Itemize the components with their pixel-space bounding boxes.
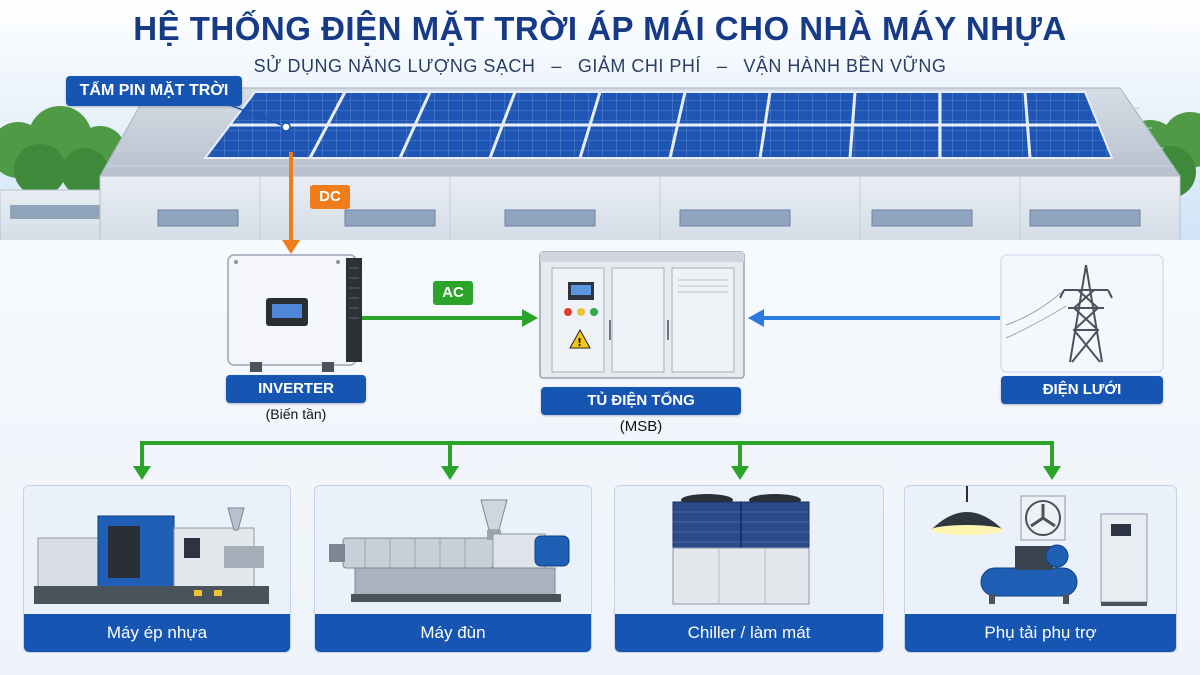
distribution-arrows bbox=[133, 441, 1061, 480]
air-compressor-icon bbox=[980, 544, 1078, 604]
trees-left bbox=[0, 106, 126, 196]
solar-panel-array bbox=[202, 91, 1114, 159]
load-label-chiller: Chiller / làm mát bbox=[615, 614, 883, 652]
solar-panel-label: TẤM PIN MẶT TRỜI bbox=[66, 76, 242, 106]
transmission-tower-icon bbox=[1059, 264, 1113, 363]
inverter-unit bbox=[227, 254, 362, 372]
dc-tag: DC bbox=[310, 185, 350, 209]
ac-tag: AC bbox=[433, 281, 473, 305]
load-card-extruder: Máy đùn bbox=[314, 485, 592, 653]
msb-sublabel: (MSB) bbox=[619, 418, 663, 435]
page-title: HỆ THỐNG ĐIỆN MẶT TRỜI ÁP MÁI CHO NHÀ MÁ… bbox=[133, 10, 1067, 47]
dc-arrow bbox=[282, 152, 300, 254]
subtitle-separator: – bbox=[716, 56, 728, 76]
ac-arrow bbox=[362, 309, 538, 327]
msb-cabinet: ! bbox=[539, 251, 745, 379]
factory-wall bbox=[99, 175, 1181, 247]
ceiling-lamp-icon bbox=[931, 512, 1003, 530]
auxiliary-loads-icon bbox=[931, 486, 1148, 606]
subtitle-part-sustainable: VẬN HÀNH BỀN VỮNG bbox=[743, 56, 947, 76]
page-subtitle: SỬ DỤNG NĂNG LƯỢNG SẠCH–GIẢM CHI PHÍ–VẬN… bbox=[0, 56, 1200, 77]
load-label-injection-molding: Máy ép nhựa bbox=[24, 614, 290, 652]
subtitle-part-cost: GIẢM CHI PHÍ bbox=[577, 56, 701, 76]
msb-label: TỦ ĐIỆN TỔNG bbox=[541, 387, 741, 415]
grid-arrow bbox=[748, 309, 1000, 327]
injection-molding-machine-icon bbox=[34, 507, 269, 604]
grid-label: ĐIỆN LƯỚI bbox=[1001, 376, 1163, 404]
solar-callout-line bbox=[221, 101, 291, 132]
inverter-sublabel: (Biến tần) bbox=[265, 406, 327, 422]
extruder-machine-icon bbox=[329, 499, 570, 602]
load-card-injection-molding: Máy ép nhựa bbox=[23, 485, 291, 653]
load-label-auxiliary: Phụ tải phụ trợ bbox=[905, 614, 1176, 652]
factory-windows bbox=[157, 209, 1141, 227]
chiller-unit-icon bbox=[672, 494, 810, 605]
svg-text:!: ! bbox=[577, 336, 582, 349]
subtitle-separator: – bbox=[551, 56, 562, 76]
grid-box bbox=[1000, 254, 1164, 373]
load-card-chiller: Chiller / làm mát bbox=[614, 485, 884, 653]
subtitle-part-clean-energy: SỬ DỤNG NĂNG LƯỢNG SẠCH bbox=[253, 56, 536, 76]
load-card-auxiliary: Phụ tải phụ trợ bbox=[904, 485, 1177, 653]
load-label-extruder: Máy đùn bbox=[315, 614, 591, 652]
inverter-label: INVERTER bbox=[226, 375, 366, 403]
